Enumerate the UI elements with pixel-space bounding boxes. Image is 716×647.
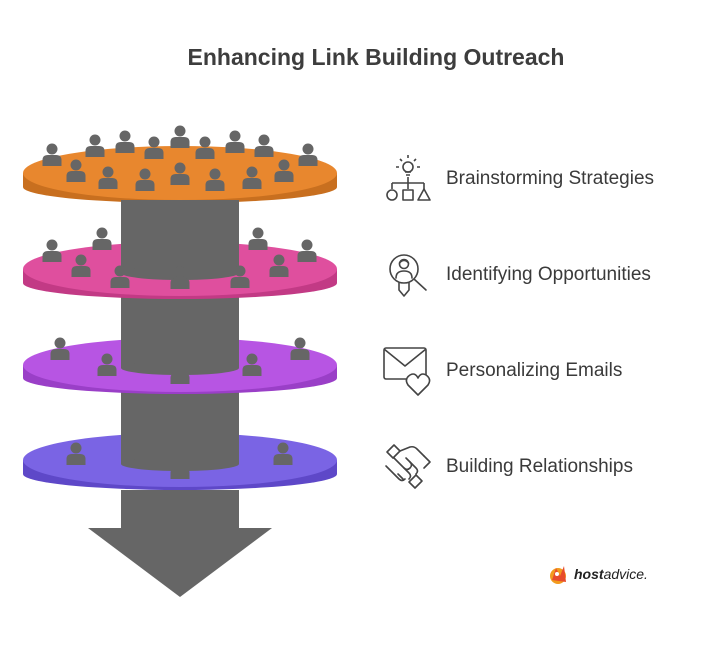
person-icon	[42, 239, 62, 262]
step-label-relationships: Building Relationships	[446, 456, 633, 477]
column-segment-2	[121, 296, 239, 368]
person-icon	[115, 130, 135, 153]
person-icon	[92, 227, 112, 250]
column-segment-4	[121, 490, 239, 530]
logo-text-bold: host	[574, 566, 604, 582]
magnifier-person-icon	[389, 254, 427, 297]
person-icon	[297, 239, 317, 262]
arrow-head	[88, 528, 272, 597]
person-icon	[254, 134, 274, 157]
logo-text-regular: advice.	[603, 566, 648, 582]
person-icon	[298, 143, 318, 166]
column-segment-3	[121, 392, 239, 464]
hostadvice-logo-mark	[550, 566, 566, 584]
step-label-identifying: Identifying Opportunities	[446, 264, 651, 285]
diagram-title: Enhancing Link Building Outreach	[187, 44, 565, 70]
envelope-heart-icon	[383, 347, 431, 396]
step-label-brainstorming: Brainstorming Strategies	[446, 168, 655, 189]
person-icon	[42, 143, 62, 166]
flowchart-lightbulb-icon	[386, 155, 431, 201]
handshake-icon	[385, 444, 431, 489]
person-icon	[170, 125, 190, 148]
person-icon	[85, 134, 105, 157]
hostadvice-logo: hostadvice.	[548, 563, 658, 587]
person-icon	[248, 227, 268, 250]
step-label-personalizing: Personalizing Emails	[446, 360, 623, 381]
person-icon	[225, 130, 245, 153]
column-segment-1	[121, 200, 239, 216]
